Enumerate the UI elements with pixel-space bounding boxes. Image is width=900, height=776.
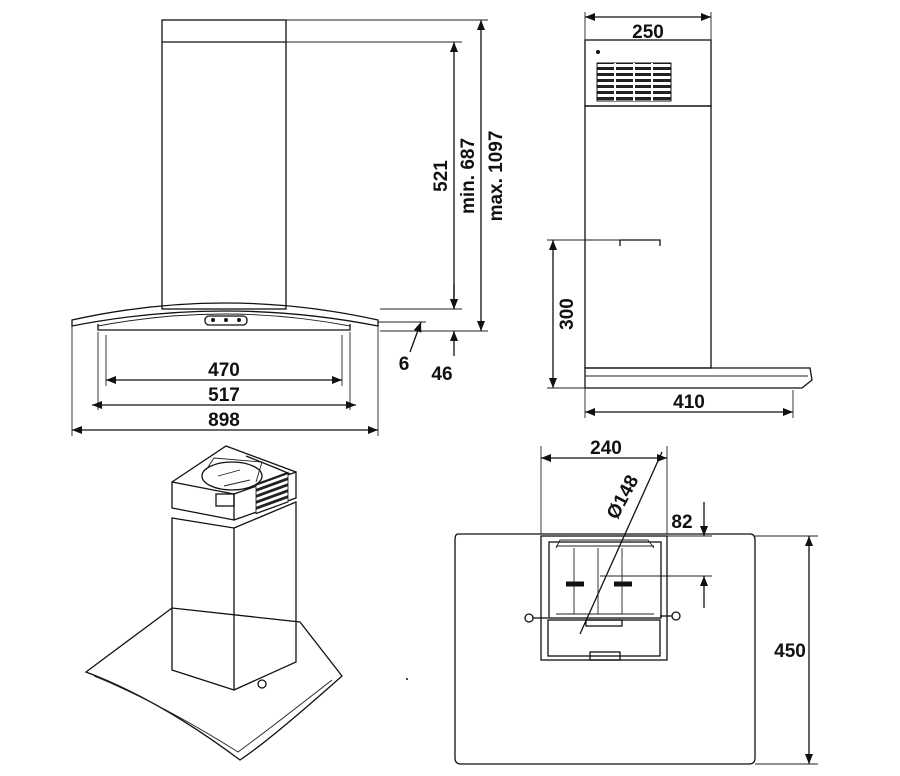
side-canopy (584, 367, 813, 389)
top-motor-frame (540, 535, 668, 661)
dim-glass-edge: 6 (399, 354, 410, 375)
dim-chimney-height: 521 (431, 160, 452, 192)
dim-bracket-height: 300 (557, 298, 578, 330)
side-chimney (584, 105, 712, 369)
dim-duct-offset: 82 (671, 512, 692, 533)
front-chimney (161, 19, 287, 310)
dim-overall-depth-side: 410 (673, 392, 705, 413)
dim-height-max: max. 1097 (486, 131, 507, 222)
dim-overall-depth-top: 450 (774, 641, 806, 662)
control-panel (204, 315, 248, 326)
dim-width-overall: 898 (208, 410, 240, 431)
dim-width-mid: 517 (208, 385, 240, 406)
top-view: Ø148 240 82 450 (454, 438, 818, 765)
dim-opening-width: 240 (590, 438, 622, 459)
dim-chimney-depth: 250 (632, 22, 664, 43)
dim-width-inner: 470 (208, 360, 240, 381)
dim-height-min: min. 687 (458, 138, 479, 214)
dim-canopy-depth: 46 (431, 364, 452, 385)
perspective-canopy (84, 607, 343, 761)
top-canopy-outline (454, 533, 756, 765)
perspective-chimney (171, 517, 235, 691)
side-view: 250 300 410 (547, 12, 813, 418)
front-view: 470 517 898 521 min. 687 max. 1097 46 6 (71, 19, 507, 436)
dim-duct-diameter: Ø148 (603, 472, 643, 523)
perspective-view (84, 445, 343, 761)
